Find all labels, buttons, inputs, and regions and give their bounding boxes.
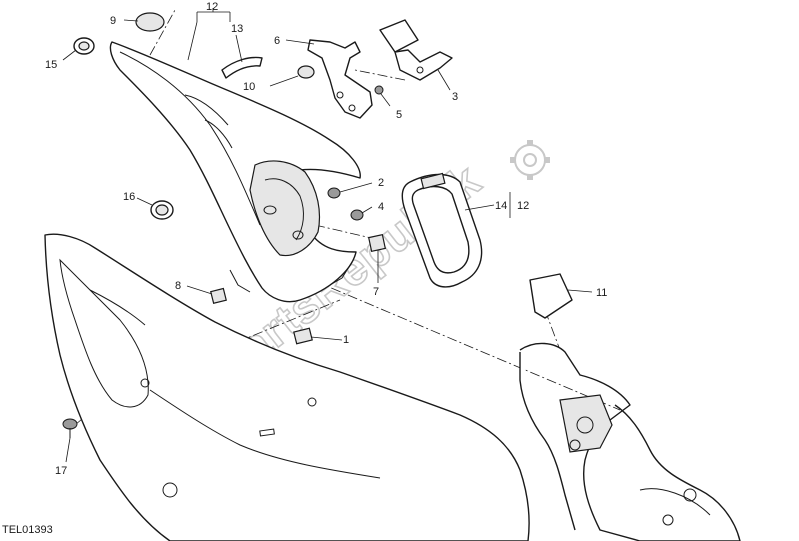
callout-15: 15 <box>45 59 57 71</box>
callout-11: 11 <box>596 287 607 299</box>
callout-12-secondary: 12 <box>517 200 529 212</box>
callout-10: 10 <box>243 81 255 93</box>
callout-13: 13 <box>231 23 243 35</box>
drawing-code: TEL01393 <box>2 524 53 536</box>
grommet-side <box>150 200 174 220</box>
callout-16: 16 <box>123 191 135 203</box>
callout-6: 6 <box>274 35 280 47</box>
clip-1 <box>293 327 313 345</box>
plate-bracket <box>307 19 453 119</box>
callout-8: 8 <box>175 280 181 292</box>
grommet-top <box>73 37 95 55</box>
screw-4 <box>350 209 364 221</box>
callout-labels: 1 2 3 4 5 6 7 8 9 10 11 12 12 13 14 15 1… <box>45 1 607 477</box>
rear-side-panel <box>44 233 530 541</box>
callout-3: 3 <box>452 91 458 103</box>
seal-strip <box>221 56 263 79</box>
rubber-cap <box>135 12 165 32</box>
nut-10 <box>297 65 315 79</box>
cover-11 <box>529 273 573 319</box>
rear-subframe <box>519 342 741 541</box>
clip-7 <box>367 233 387 253</box>
callout-5: 5 <box>396 109 402 121</box>
assembly-line <box>354 69 406 81</box>
watermark-gear-icon <box>510 140 550 180</box>
callout-17: 17 <box>55 465 67 477</box>
callout-7: 7 <box>373 286 379 298</box>
screw-5 <box>374 85 384 95</box>
grab-handle <box>401 172 483 288</box>
rear-mudguard <box>109 41 361 303</box>
callout-14: 14 <box>495 200 507 212</box>
clip-8 <box>209 287 227 305</box>
assembly-line <box>149 9 176 56</box>
callout-1: 1 <box>343 334 349 346</box>
callout-2: 2 <box>378 177 384 189</box>
screw-2 <box>327 187 341 199</box>
callout-9: 9 <box>110 15 116 27</box>
screw-17 <box>62 418 78 438</box>
callout-4: 4 <box>378 201 384 213</box>
leader-lines <box>62 8 593 463</box>
callout-12: 12 <box>206 1 218 13</box>
